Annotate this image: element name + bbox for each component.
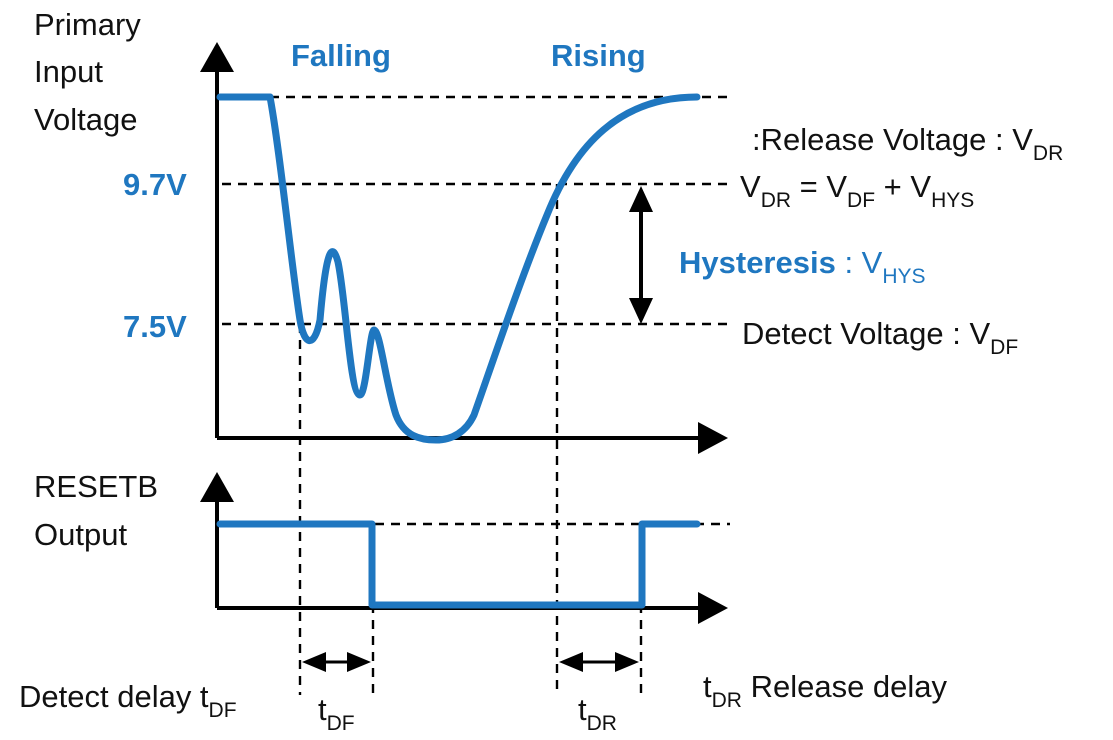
upper-x-axis: [217, 422, 728, 454]
t-dr-label: tDR: [578, 692, 617, 735]
upper-axis-label-line-2: Input: [34, 54, 103, 89]
level-label-low: 7.5V: [123, 309, 187, 344]
detect-voltage-label: Detect Voltage : VDF: [742, 316, 1018, 359]
release-delay-arrow: [559, 652, 639, 672]
upper-y-axis: [200, 42, 234, 438]
upper-axis-label-line-3: Voltage: [34, 102, 137, 137]
hysteresis-arrow: [629, 186, 653, 324]
relation-equation: VDR = VDF + VHYS: [740, 169, 974, 212]
hysteresis-label: Hysteresis : VHYS: [679, 245, 926, 288]
detect-delay-arrow: [302, 652, 371, 672]
lower-axis-label-line-1: RESETB: [34, 469, 158, 504]
upper-axis-label-line-1: Primary: [34, 7, 141, 42]
lower-axis-label-line-2: Output: [34, 517, 127, 552]
lower-y-axis: [200, 472, 234, 608]
falling-label: Falling: [291, 38, 391, 73]
release-delay-label: tDR Release delay: [703, 669, 948, 712]
level-label-high: 9.7V: [123, 167, 187, 202]
rising-label: Rising: [551, 38, 646, 73]
resetb-output-waveform: [216, 520, 701, 609]
t-df-label: tDF: [318, 692, 355, 735]
release-voltage-label: :Release Voltage : VDR: [752, 122, 1063, 165]
detect-delay-label: Detect delay tDF: [19, 679, 237, 722]
input-voltage-waveform: [216, 93, 701, 444]
